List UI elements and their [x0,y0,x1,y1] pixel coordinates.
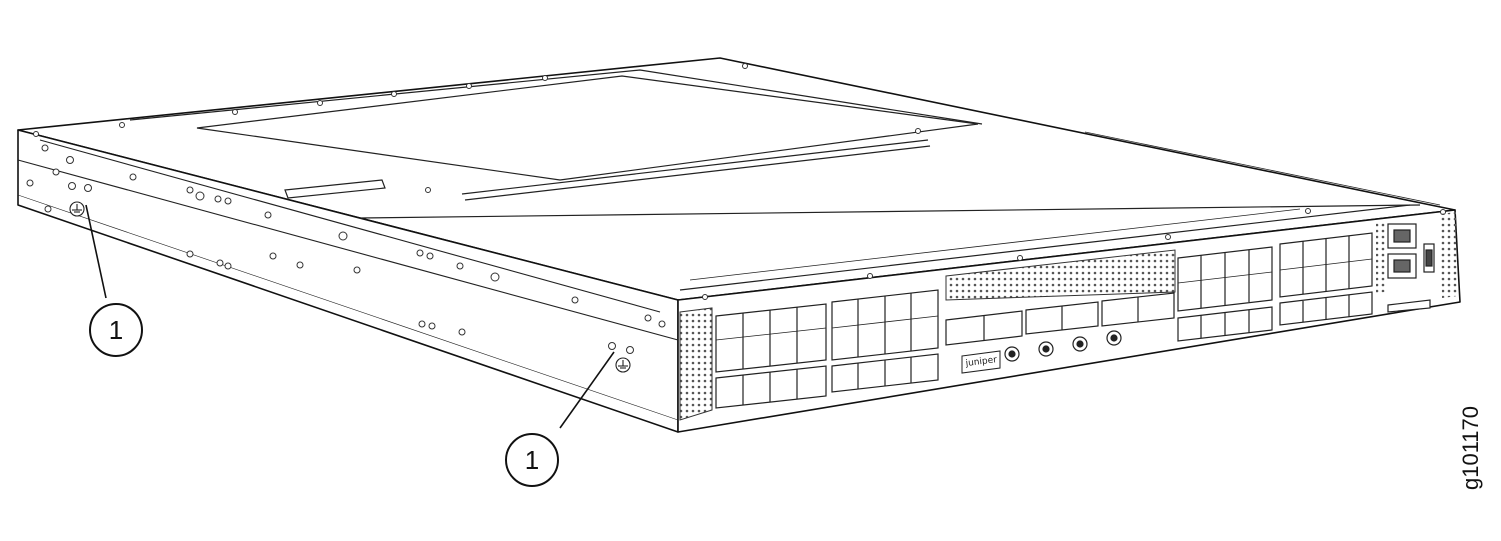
management-ports [1387,223,1435,313]
callout-circle-right [505,433,559,487]
ground-point-right [615,357,631,373]
top-cover-screws [33,63,1446,300]
callout-1-left: 1 [85,204,143,357]
front-vents [679,212,1458,421]
callout-label-left: 1 [109,315,123,345]
callout-label-right: 1 [525,445,539,475]
port-group-e [1279,232,1373,326]
coax-connectors [1004,330,1122,362]
port-group-b [831,289,939,393]
top-cover-details [129,69,1441,291]
port-group-d [1177,246,1273,342]
ground-point-left [69,201,85,217]
logo-plate: juniper [961,350,1001,374]
port-group-c [945,292,1175,346]
callout-leader-right [559,351,615,429]
juniper-logo: juniper [964,355,998,369]
side-panel-details [17,139,679,421]
callout-leader-left [85,204,107,299]
figure-id: g101170 [1458,406,1483,490]
side-panel-screws [26,144,666,354]
port-group-a [715,303,827,409]
callout-circle-left [89,303,143,357]
callout-1-right: 1 [505,351,615,487]
